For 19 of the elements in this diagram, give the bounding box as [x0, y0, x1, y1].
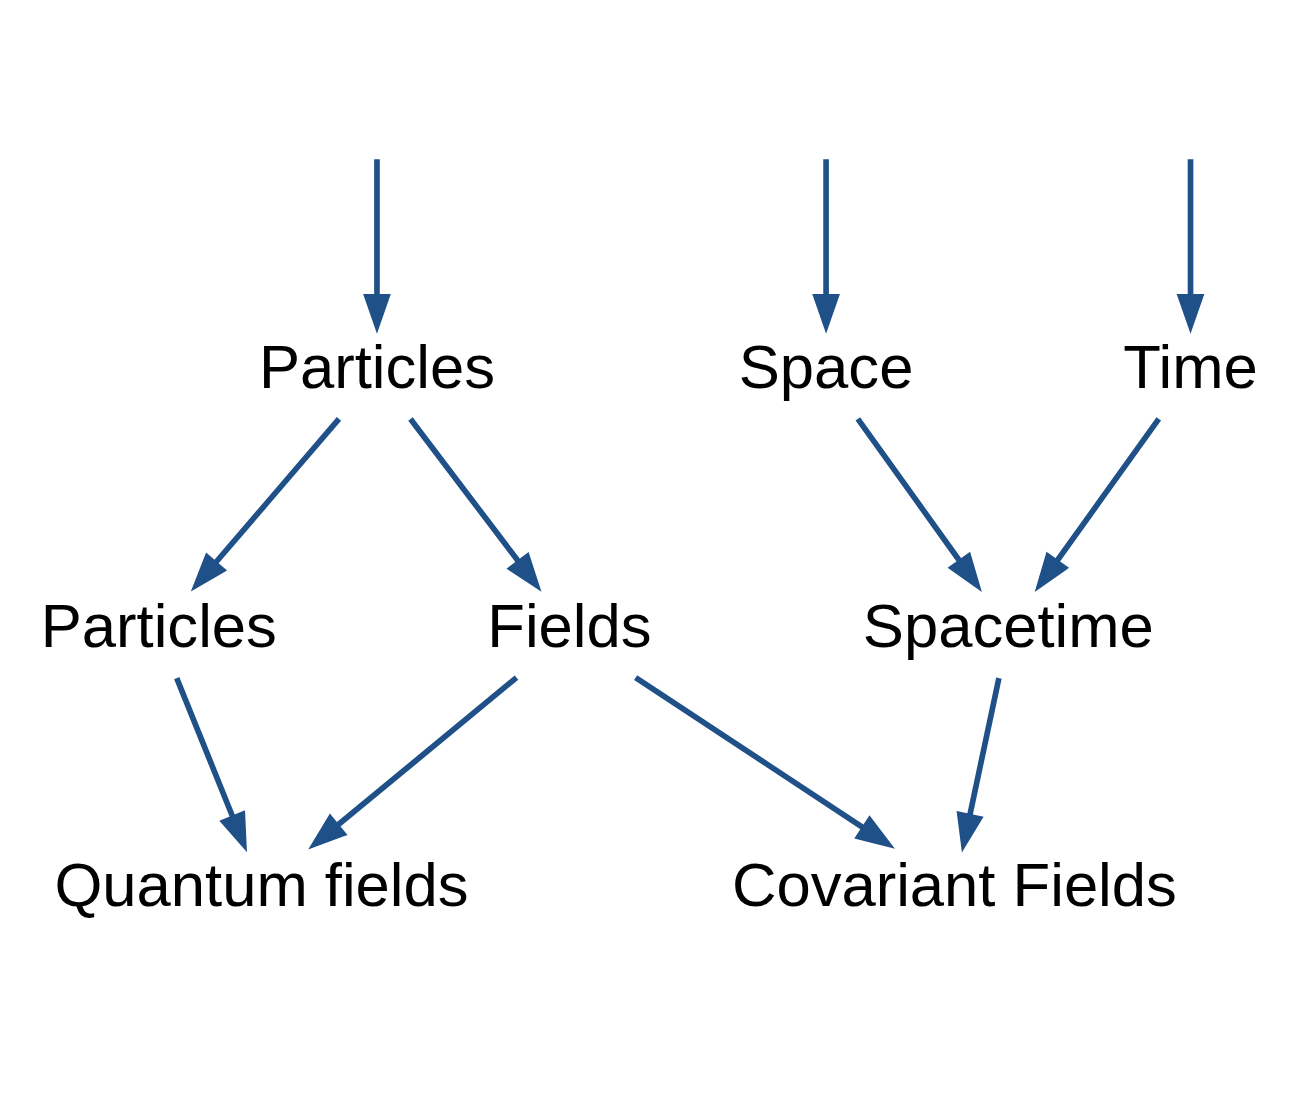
arrow [190, 416, 342, 591]
arrow [308, 674, 519, 849]
arrow [855, 416, 982, 592]
arrow [1176, 158, 1205, 334]
arrow [1034, 416, 1162, 592]
arrow [363, 158, 391, 334]
node-text: Time [1123, 331, 1258, 401]
arrow [174, 676, 247, 852]
arrow [956, 677, 1002, 853]
node-text: Quantum fields [54, 849, 469, 919]
node-text: Covariant Fields [731, 849, 1177, 919]
arrow [634, 674, 895, 849]
node-text: Particles [40, 590, 277, 660]
node-text: Spacetime [862, 590, 1154, 660]
node-text: Space [738, 331, 914, 401]
node-text: Fields [487, 590, 652, 660]
arrow [408, 416, 542, 592]
node-text: Particles [258, 331, 496, 401]
arrow [812, 158, 840, 334]
